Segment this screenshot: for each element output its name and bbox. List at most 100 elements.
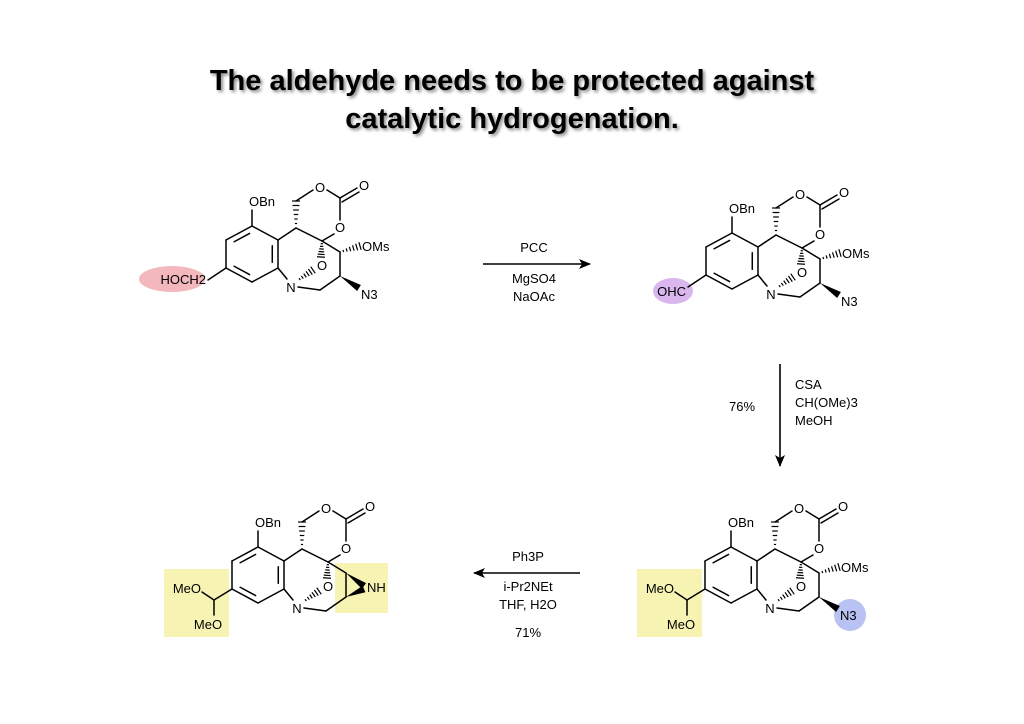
aromatic-bond bbox=[704, 588, 732, 604]
hash-stroke bbox=[834, 564, 838, 572]
hash-stroke bbox=[300, 275, 304, 280]
bond bbox=[319, 275, 341, 291]
hash-stroke bbox=[351, 245, 355, 251]
hashed-bond-oms bbox=[821, 562, 841, 574]
aziridine-wedge-top bbox=[346, 573, 367, 589]
aromatic-bond bbox=[231, 546, 259, 562]
hash-stroke bbox=[837, 562, 841, 572]
carbonate-ester-oxygen-label: O bbox=[814, 541, 824, 556]
hash-stroke bbox=[784, 591, 789, 598]
bond bbox=[776, 607, 800, 612]
aziridine-nh-label: NH bbox=[367, 580, 386, 595]
aromatic-bond bbox=[730, 588, 758, 604]
wedge-bond-azide bbox=[340, 276, 361, 291]
carbonyl-oxygen-label: O bbox=[839, 185, 849, 200]
hashed-bond-bridge bbox=[322, 564, 332, 579]
bond bbox=[277, 267, 288, 280]
hash-stroke bbox=[305, 270, 310, 277]
bond bbox=[805, 510, 820, 520]
aldehyde-highlight bbox=[653, 278, 693, 304]
bond bbox=[321, 240, 341, 253]
amine-nitrogen-label: N bbox=[766, 287, 775, 302]
bond bbox=[283, 548, 303, 562]
bond bbox=[798, 596, 820, 612]
wedge-bond-azide bbox=[819, 597, 840, 612]
hash-stroke bbox=[313, 589, 319, 596]
hashed-bond-n-o bbox=[778, 273, 796, 288]
hashed-bond-ch2 bbox=[771, 521, 779, 546]
bond bbox=[332, 510, 347, 520]
bond bbox=[207, 267, 227, 281]
hash-stroke bbox=[830, 566, 834, 572]
aldehyde-label: OHC bbox=[657, 284, 686, 299]
aromatic-bond bbox=[257, 588, 285, 604]
hashed-bond-n-o bbox=[304, 587, 322, 602]
carbonate-ring-oxygen-label: O bbox=[794, 501, 804, 516]
azide-highlight bbox=[834, 599, 866, 631]
hash-stroke bbox=[298, 277, 301, 281]
wedge-bond-azide bbox=[820, 283, 841, 298]
acetal-highlight bbox=[637, 569, 702, 637]
carbonyl-bond bbox=[339, 187, 358, 199]
carbonyl-bond bbox=[818, 508, 837, 520]
bond bbox=[325, 596, 347, 612]
hash-stroke bbox=[316, 587, 322, 595]
hash-stroke bbox=[786, 589, 792, 596]
carbonate-ester-oxygen-label: O bbox=[815, 227, 825, 242]
slide-title-line-2: catalytic hydrogenation. bbox=[345, 103, 679, 135]
hash-stroke bbox=[309, 594, 313, 599]
aziridine-wedge-bottom bbox=[346, 585, 366, 597]
bond bbox=[301, 510, 320, 523]
acetal-highlight bbox=[164, 569, 229, 637]
carbonyl-bond bbox=[819, 194, 838, 206]
carbonyl-bond bbox=[820, 512, 839, 524]
hashed-bond-n-o bbox=[777, 587, 795, 602]
aromatic-bond bbox=[225, 225, 253, 241]
hashed-bond-oms bbox=[342, 241, 362, 253]
yield-aziridination: 71% bbox=[515, 625, 541, 640]
bond bbox=[303, 607, 327, 612]
benzyloxy-label: OBn bbox=[255, 515, 281, 530]
amine-nitrogen-label: N bbox=[286, 280, 295, 295]
bond bbox=[301, 548, 329, 563]
carbonyl-bond bbox=[821, 198, 840, 210]
hash-stroke bbox=[777, 598, 780, 602]
bond bbox=[777, 293, 801, 298]
bond bbox=[775, 196, 794, 209]
carbonyl-oxygen-label: O bbox=[838, 499, 848, 514]
carbonate-ring-oxygen-label: O bbox=[321, 501, 331, 516]
aromatic-bond bbox=[731, 232, 759, 248]
hash-stroke bbox=[306, 596, 310, 601]
carbonyl-bond bbox=[341, 191, 360, 203]
bond bbox=[283, 588, 294, 601]
hash-stroke bbox=[783, 280, 787, 285]
benzyloxy-label: OBn bbox=[728, 515, 754, 530]
bond bbox=[801, 247, 821, 260]
bridging-oxygen-label: O bbox=[796, 579, 806, 594]
aromatic-double-bond bbox=[712, 553, 730, 564]
aromatic-bond bbox=[730, 546, 758, 562]
reagent-triphenylphosphine: Ph3P bbox=[512, 549, 544, 564]
hash-stroke bbox=[831, 252, 835, 258]
hashed-bond-ch2 bbox=[292, 200, 300, 225]
hash-stroke bbox=[358, 241, 362, 251]
bond bbox=[295, 227, 323, 242]
hashed-bond-ch2 bbox=[772, 207, 780, 232]
hashed-bond-bridge bbox=[795, 564, 805, 579]
aromatic-bond bbox=[705, 274, 733, 290]
hash-stroke bbox=[780, 282, 784, 287]
bond bbox=[213, 588, 233, 601]
bond bbox=[801, 240, 815, 249]
bond bbox=[775, 234, 803, 249]
hash-stroke bbox=[778, 284, 781, 288]
aromatic-bond bbox=[251, 267, 279, 283]
bond bbox=[800, 561, 820, 574]
bond bbox=[201, 591, 215, 601]
slide-title-line-1: The aldehyde needs to be protected again… bbox=[209, 65, 815, 97]
hydroxymethyl-highlight bbox=[139, 266, 205, 292]
hashed-bond-n-o bbox=[298, 266, 316, 281]
bond bbox=[326, 189, 341, 199]
mesylate-label: OMs bbox=[362, 239, 390, 254]
